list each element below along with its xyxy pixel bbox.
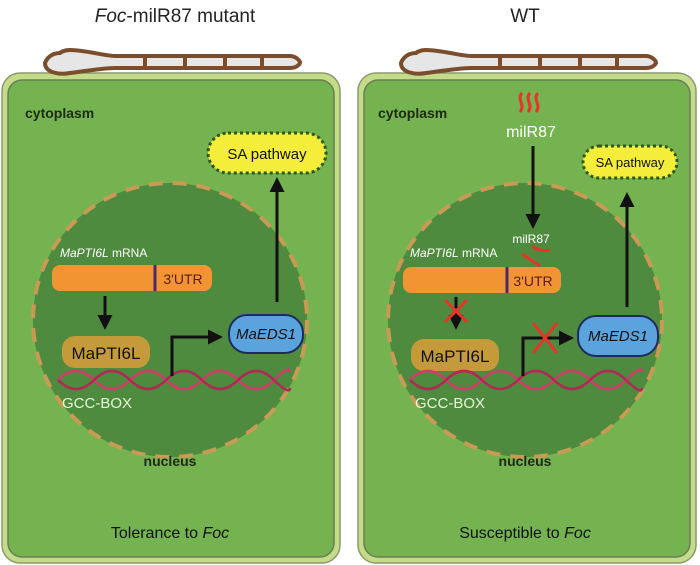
arrow-promoter (170, 329, 223, 376)
dna-helix (57, 368, 292, 392)
nucleus-label: nucleus (499, 453, 552, 469)
inhibition-x-icon (531, 322, 559, 354)
panel-title-mutant: Foc-milR87 mutant (95, 6, 256, 27)
milr87-nuc-label: milR87 (512, 232, 550, 246)
utr-label: 3'UTR (163, 271, 202, 287)
milr87-secretion-icon (518, 91, 540, 113)
eds1-label: MaEDS1 (236, 326, 296, 343)
eds1-box (228, 314, 304, 354)
gcc-box-label: GCC-BOX (62, 395, 132, 412)
eds1-box (577, 315, 659, 357)
arrow-promoter (521, 330, 574, 376)
milr87-bound-icon (521, 244, 551, 268)
mrna-bar (52, 265, 212, 291)
mrna-label: MaPTI6L mRNA (410, 246, 497, 260)
panel-wt: WT cytoplasm milR87 nucleus milR87 (357, 6, 697, 564)
protein-label: MaPTI6L (72, 344, 141, 363)
hypha-icon (398, 47, 659, 76)
protein-label: MaPTI6L (421, 347, 490, 366)
nucleus (31, 181, 309, 459)
inhibition-x-icon (443, 298, 469, 324)
cytoplasm-label: cytoplasm (25, 105, 94, 121)
sa-pathway-box (581, 144, 679, 180)
gcc-box-label: GCC-BOX (415, 395, 485, 412)
eds1-label: MaEDS1 (588, 328, 648, 345)
utr-label: 3'UTR (513, 273, 552, 289)
dna-helix (409, 368, 644, 392)
cytoplasm-label: cytoplasm (378, 105, 447, 121)
sa-pathway-label: SA pathway (227, 146, 307, 163)
nucleus-label: nucleus (144, 453, 197, 469)
outcome-label: Tolerance to Foc (111, 525, 229, 542)
panel-title-wt: WT (510, 6, 540, 27)
panel-mutant: Foc-milR87 mutant cytoplasm nucleus SA p… (1, 6, 341, 564)
mrna-label: MaPTI6L mRNA (60, 246, 147, 260)
outcome-label: Susceptible to Foc (459, 525, 591, 542)
sa-pathway-box (206, 131, 328, 175)
milr87-cyto-label: milR87 (506, 124, 556, 141)
protein-box (62, 336, 150, 368)
mrna-bar (403, 267, 561, 293)
sa-pathway-label: SA pathway (596, 155, 665, 170)
protein-box (411, 339, 499, 371)
hypha-icon (42, 47, 303, 76)
